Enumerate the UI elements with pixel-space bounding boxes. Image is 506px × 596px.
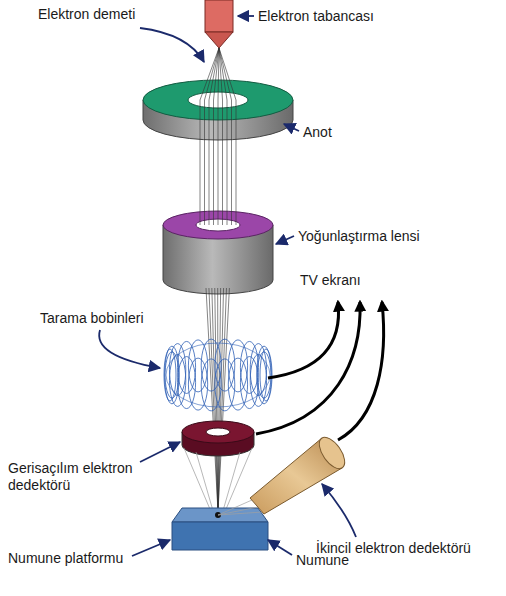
backscatter-top xyxy=(182,421,254,443)
anode-label: Anot xyxy=(303,124,332,141)
gun-tip xyxy=(205,32,233,48)
secondary-detector-end xyxy=(314,433,349,473)
coil-label: Tarama bobinleri xyxy=(40,310,144,327)
electron-gun xyxy=(205,0,233,32)
signal-arrows xyxy=(256,302,384,440)
stage-top xyxy=(172,508,268,522)
gun-label: Elektron tabancası xyxy=(258,8,374,25)
beam-label: Elektron demeti xyxy=(38,6,135,23)
sample-label: Numune xyxy=(296,552,349,569)
sample-stage xyxy=(172,522,268,550)
screen-label: TV ekranı xyxy=(300,272,361,289)
stage-label: Numune platformu xyxy=(8,550,123,567)
lens-label: Yoğunlaştırma lensi xyxy=(298,228,420,245)
backscatter-label: Gerisaçılım elektron dedektörü xyxy=(8,460,143,494)
scan-coils xyxy=(164,339,272,411)
backscatter-hole xyxy=(206,428,230,436)
